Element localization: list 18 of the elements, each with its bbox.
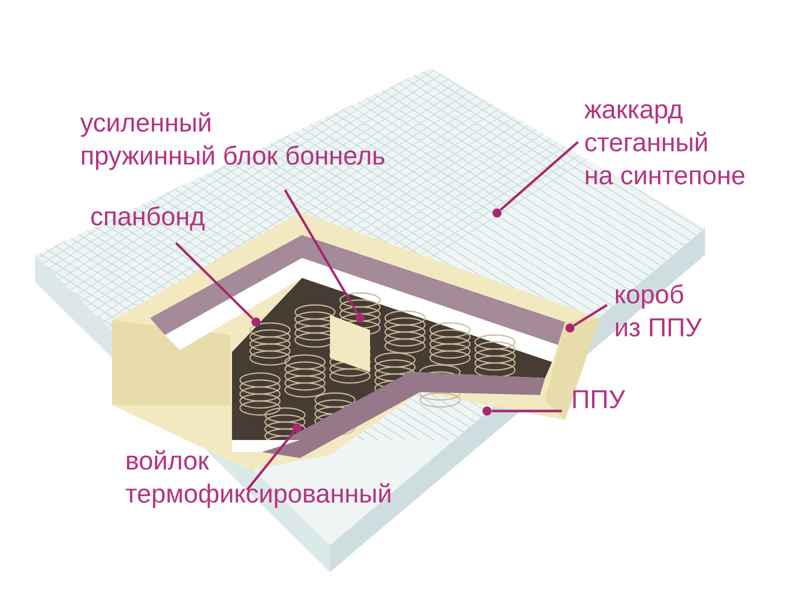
part-label: жаккард стеганный на синтепоне: [584, 104, 744, 184]
part-label: ППУ: [573, 390, 626, 408]
leader-dot: [252, 318, 260, 326]
leader-line: [573, 304, 608, 327]
part-label: усиленный пружинный блок боннель: [80, 112, 384, 170]
leader-line: [246, 430, 295, 491]
part-label: войлок термофиксированный: [126, 450, 390, 508]
part-label: спанбонд: [91, 206, 205, 230]
leader-line: [284, 189, 359, 315]
leader-dot: [566, 324, 574, 332]
leader-dot: [492, 208, 502, 218]
leader-line: [492, 410, 562, 412]
leader-dot: [482, 406, 492, 416]
leader-dot: [356, 314, 364, 322]
leader-dot: [292, 424, 302, 432]
leader-line: [500, 141, 579, 211]
leader-line: [175, 242, 254, 320]
part-label: короб из ППУ: [616, 284, 702, 337]
